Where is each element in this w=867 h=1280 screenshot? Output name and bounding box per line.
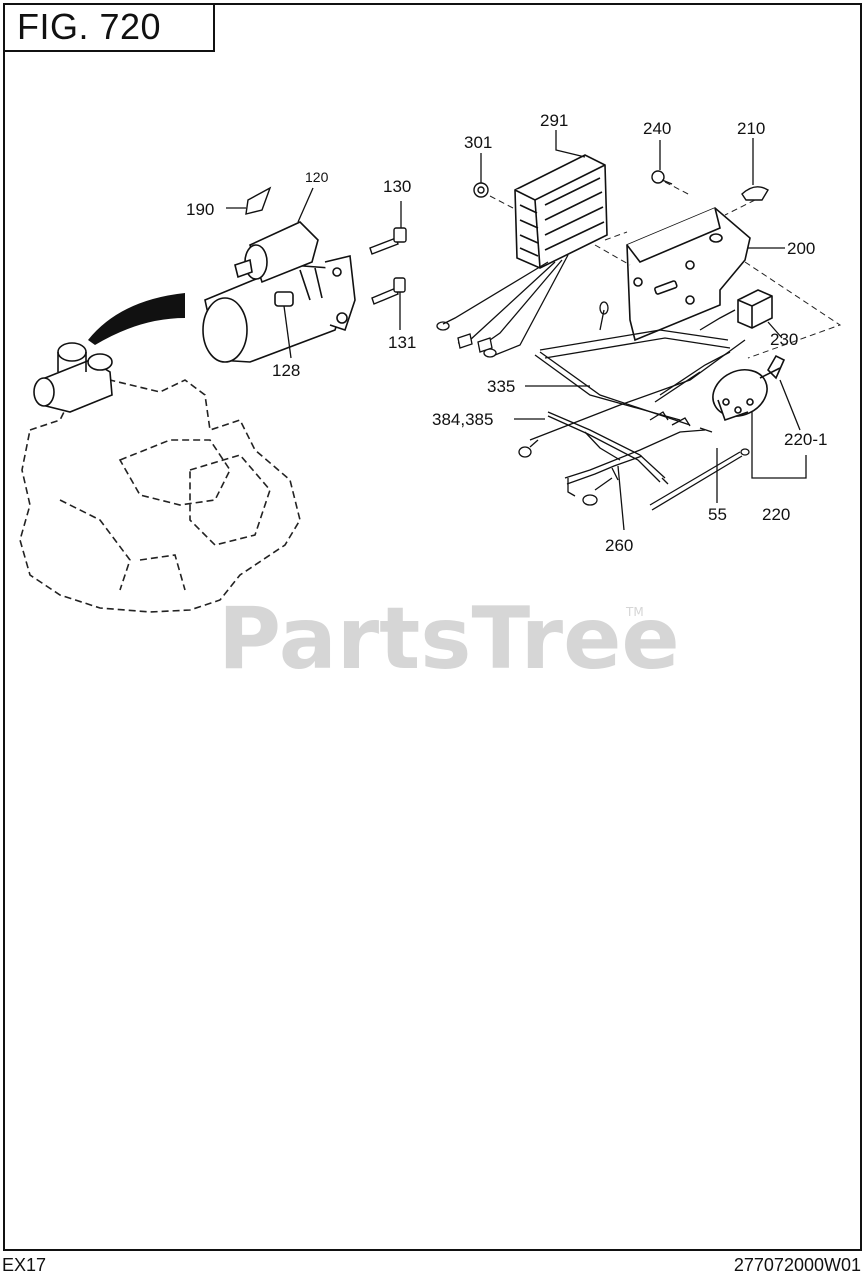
starter-motor xyxy=(202,221,356,363)
callout-240: 240 xyxy=(643,119,671,138)
bolt-130 xyxy=(369,227,407,255)
watermark-tm: TM xyxy=(625,605,644,619)
callout-301: 301 xyxy=(464,133,492,152)
engine-block xyxy=(19,379,301,613)
footer-code: 277072000W01 xyxy=(733,1255,861,1275)
figure-title: FIG. 720 xyxy=(3,3,215,52)
diagram-frame xyxy=(3,3,862,1251)
callout-230: 230 xyxy=(770,330,798,349)
regulator-wires xyxy=(436,254,569,358)
leader-lines xyxy=(226,130,807,531)
callout-210: 210 xyxy=(737,119,765,138)
bolt-240 xyxy=(651,170,673,185)
wire-harness-260 xyxy=(547,411,713,506)
callout-131: 131 xyxy=(388,333,416,352)
key-switch xyxy=(712,354,786,422)
footer-model: EX17 xyxy=(2,1255,47,1275)
callout-260: 260 xyxy=(605,536,633,555)
callout-220-1: 220-1 xyxy=(784,430,827,449)
assembly-guide-lines xyxy=(489,181,842,359)
wire-55 xyxy=(649,448,750,511)
wire-harness-335 xyxy=(518,301,746,458)
regulator xyxy=(514,154,608,269)
callout-335: 335 xyxy=(487,377,515,396)
bracket-200 xyxy=(626,207,751,342)
callout-220: 220 xyxy=(762,505,790,524)
assembly-arrow xyxy=(88,293,185,345)
callout-291: 291 xyxy=(540,111,568,130)
part-210-plate xyxy=(741,186,769,201)
part-190-plate xyxy=(245,186,272,215)
watermark: PartsTree xyxy=(218,589,680,689)
engine-starter-mount xyxy=(33,342,113,413)
screw-301 xyxy=(473,182,489,198)
callout-384-385: 384,385 xyxy=(432,410,493,429)
callout-190: 190 xyxy=(186,200,214,219)
callout-120: 120 xyxy=(305,169,329,185)
callout-55: 55 xyxy=(708,505,727,524)
callout-130: 130 xyxy=(383,177,411,196)
fuse-holder-230 xyxy=(737,289,773,329)
callout-128: 128 xyxy=(272,361,300,380)
callout-200: 200 xyxy=(787,239,815,258)
